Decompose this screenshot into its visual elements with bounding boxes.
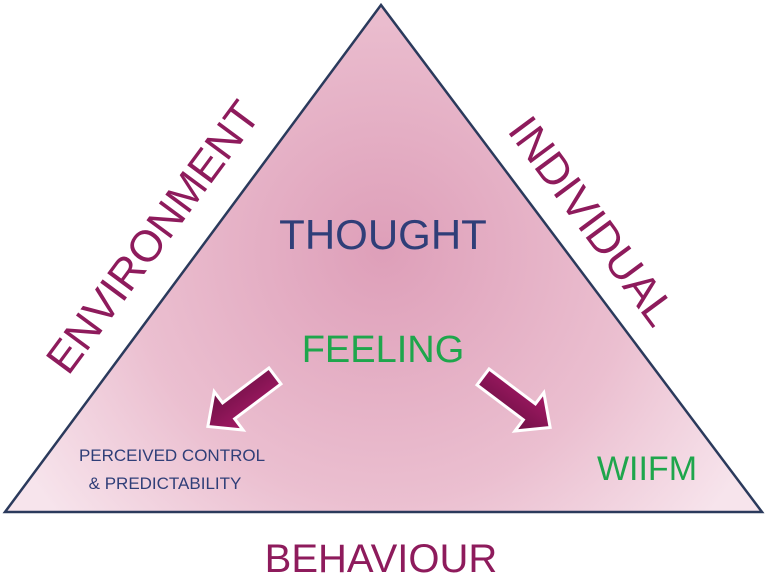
triangle — [2, 2, 765, 514]
perceived-control-line2: & PREDICTABILITY — [89, 474, 242, 493]
wiifm-label: WIIFM — [597, 450, 697, 488]
arrow-left — [206, 365, 284, 432]
thought-label: THOUGHT — [279, 211, 487, 258]
arrow-right — [474, 366, 552, 433]
feeling-label: FEELING — [302, 329, 465, 371]
behaviour-label: BEHAVIOUR — [265, 537, 498, 581]
perceived-control-line1: PERCEIVED CONTROL — [79, 446, 265, 465]
